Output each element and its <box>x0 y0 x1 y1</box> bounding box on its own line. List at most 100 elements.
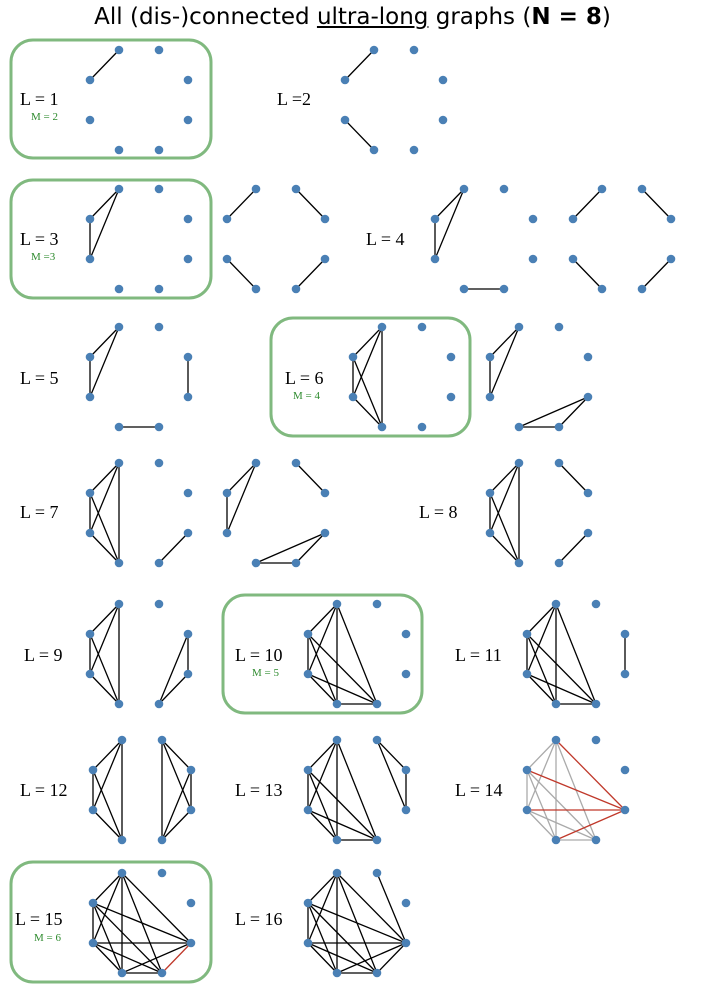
graph-edge <box>555 603 597 705</box>
graph-node <box>222 528 232 538</box>
graph-edge <box>92 902 163 974</box>
graph-edge <box>307 673 338 705</box>
graph-node <box>401 938 411 948</box>
graph-node <box>85 352 95 362</box>
graph-edge <box>526 769 626 811</box>
graph-edge <box>641 188 672 220</box>
graph-node <box>372 699 382 709</box>
graph-edge <box>92 902 192 944</box>
graph-edge <box>89 633 120 705</box>
graph-node <box>154 558 164 568</box>
graph-node <box>251 284 261 294</box>
graph-node <box>88 805 98 815</box>
graph-node <box>417 422 427 432</box>
graph-3-0 <box>85 458 193 568</box>
graph-1-2 <box>430 184 538 294</box>
graph-node <box>186 898 196 908</box>
title-middle: graphs ( <box>428 4 532 30</box>
m-label: M = 5 <box>252 667 279 679</box>
graph-node <box>85 214 95 224</box>
graph-5-2 <box>522 735 630 845</box>
graph-node <box>369 145 379 155</box>
title-underlined: ultra-long <box>316 4 429 30</box>
graph-0-0 <box>9 38 213 160</box>
graph-node <box>372 968 382 978</box>
graph-node <box>303 805 313 815</box>
graph-edge <box>307 769 378 841</box>
graph-edge <box>89 462 120 534</box>
graph-node <box>372 835 382 845</box>
graph-edge <box>89 462 120 494</box>
graph-edge <box>92 739 123 771</box>
graph-node <box>85 254 95 264</box>
graph-edge <box>376 739 407 811</box>
graph-edge <box>92 942 123 974</box>
graph-node <box>114 184 124 194</box>
graph-edge <box>344 119 375 151</box>
graph-node <box>401 898 411 908</box>
l-label: L = 1 <box>20 89 58 109</box>
l-label: L = 9 <box>24 645 62 665</box>
title-bold: N = 8 <box>531 4 602 30</box>
graph-edge <box>572 258 603 290</box>
graph-node <box>85 115 95 125</box>
graph-node <box>85 392 95 402</box>
graph-node <box>591 835 601 845</box>
graph-node <box>583 528 593 538</box>
graph-edge <box>336 872 407 944</box>
graph-node <box>154 599 164 609</box>
m-label: M = 2 <box>31 111 58 123</box>
graph-node <box>183 75 193 85</box>
graph-node <box>303 669 313 679</box>
graph-edge <box>307 872 338 944</box>
l-label: L = 3 <box>20 229 58 249</box>
graph-5-0 <box>88 735 196 845</box>
graph-node <box>114 458 124 468</box>
graph-node <box>154 458 164 468</box>
graph-node <box>591 599 601 609</box>
graph-node <box>377 422 387 432</box>
graph-node <box>157 835 167 845</box>
graph-edge <box>295 462 326 494</box>
graph-node <box>583 352 593 362</box>
graph-node <box>88 898 98 908</box>
graph-edge <box>295 188 326 220</box>
graph-node <box>85 669 95 679</box>
graph-edge <box>376 942 407 974</box>
graph-node <box>485 352 495 362</box>
graph-node <box>183 488 193 498</box>
graph-node <box>114 284 124 294</box>
graph-node <box>417 322 427 332</box>
graph-node <box>157 868 167 878</box>
graph-edge <box>89 492 120 564</box>
graph-edge <box>555 809 626 841</box>
graph-edge <box>89 326 120 358</box>
m-label: M = 6 <box>34 932 61 944</box>
graph-node <box>528 214 538 224</box>
graph-node <box>291 284 301 294</box>
graph-edge <box>526 673 597 705</box>
graph-edge <box>158 532 189 564</box>
graph-edge <box>526 633 597 705</box>
graph-edge <box>158 633 189 705</box>
graph-node <box>332 735 342 745</box>
graph-node <box>372 868 382 878</box>
graph-edge <box>526 809 557 841</box>
graph-edge <box>307 603 338 675</box>
graph-edge <box>92 872 123 904</box>
graph-node <box>666 254 676 264</box>
graph-1-3 <box>568 184 676 294</box>
graph-node <box>620 669 630 679</box>
graph-edge <box>89 326 120 398</box>
graph-node <box>409 145 419 155</box>
graph-edge <box>526 809 597 841</box>
graph-2-1 <box>269 316 472 438</box>
graph-node <box>554 558 564 568</box>
graph-node <box>591 735 601 745</box>
graph-edge <box>489 492 520 564</box>
graph-edge <box>89 673 120 705</box>
graph-edge <box>307 902 378 974</box>
graph-node <box>222 254 232 264</box>
graph-node <box>154 284 164 294</box>
graph-edge <box>526 633 557 705</box>
